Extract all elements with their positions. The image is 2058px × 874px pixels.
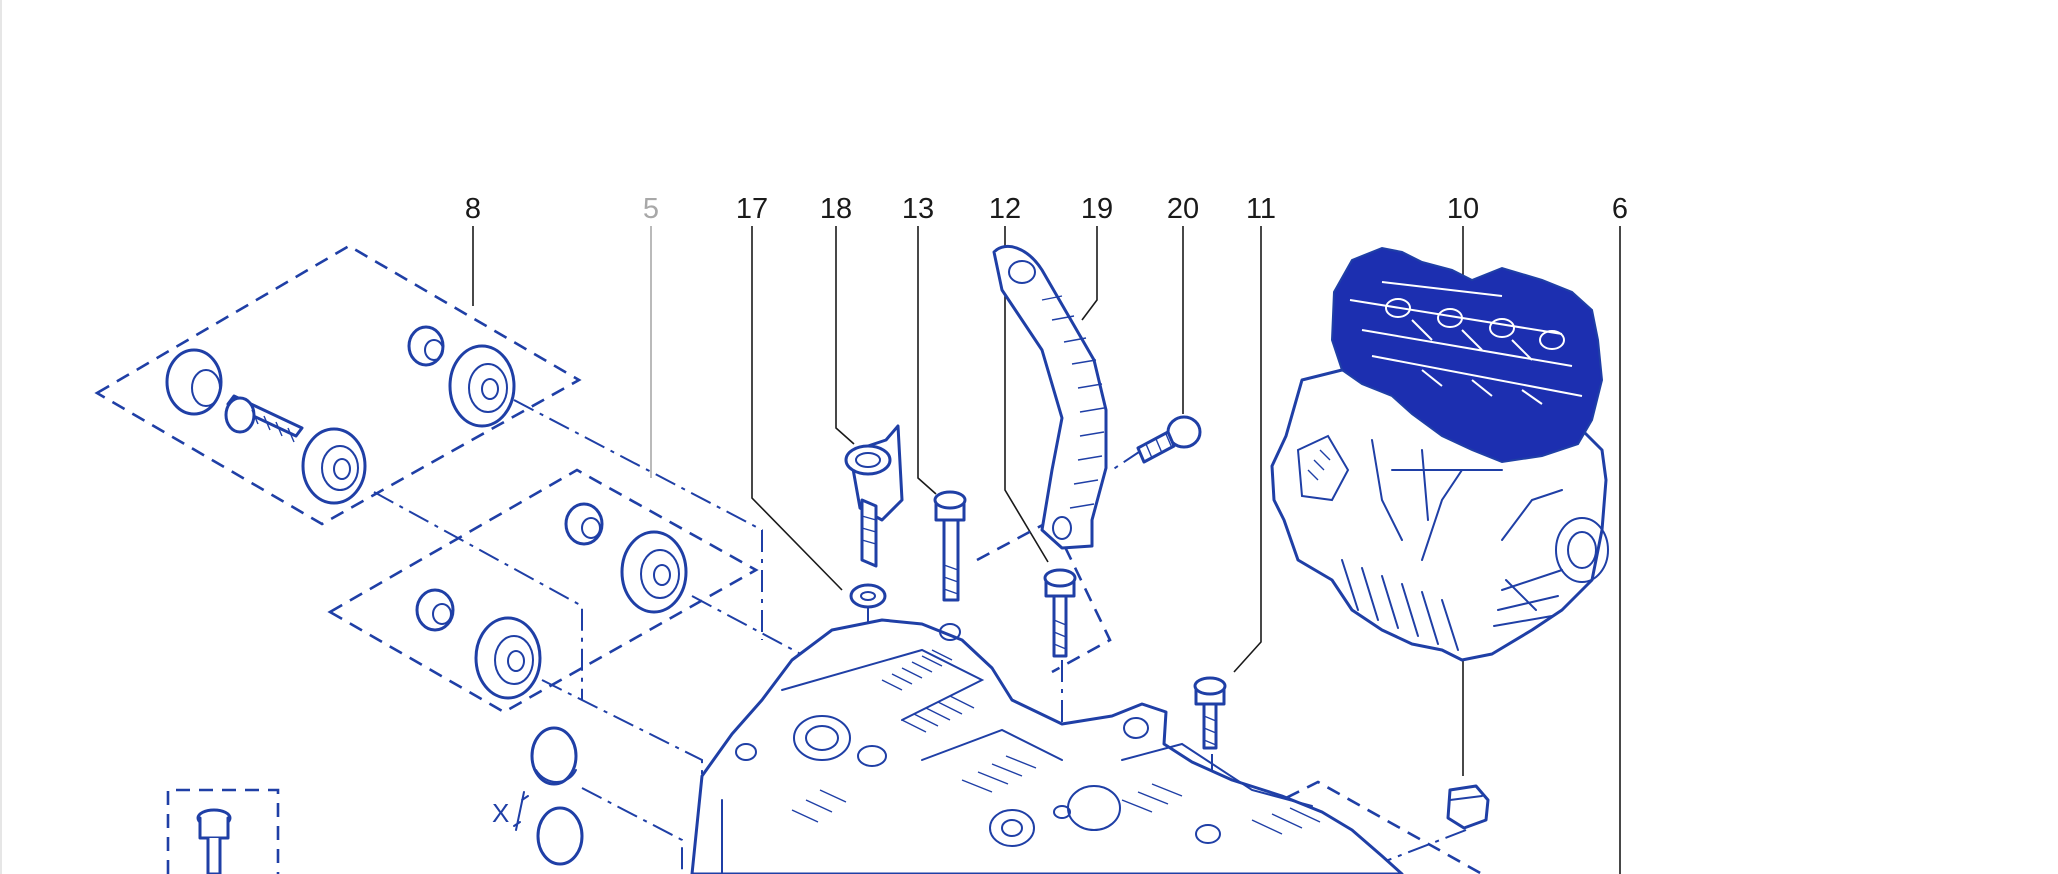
dimension-label-x: X (492, 798, 509, 828)
kit-8-outline (94, 244, 582, 526)
callout-6[interactable]: 6 (1612, 193, 1628, 225)
callout-19[interactable]: 19 (1081, 193, 1113, 225)
idler-pulley-icon (165, 348, 223, 416)
washer-icon (849, 583, 887, 609)
timing-cover-icon (690, 618, 1404, 874)
callout-10[interactable]: 10 (1447, 193, 1479, 225)
callout-labels: 8 5 17 18 13 12 19 20 11 10 6 (465, 193, 1628, 225)
cylinder-head-icon (1330, 246, 1604, 464)
leader-17 (751, 226, 843, 591)
leader-lines (472, 226, 1621, 874)
engine-assembly (1270, 246, 1609, 662)
callout-12[interactable]: 12 (989, 193, 1021, 225)
callout-20[interactable]: 20 (1167, 193, 1199, 225)
cap-icon (530, 726, 578, 786)
callout-5[interactable]: 5 (643, 193, 659, 225)
kit-8-assembly (94, 244, 582, 526)
part-18-sensor (844, 424, 904, 568)
part-13-bolt (933, 490, 967, 602)
callout-18[interactable]: 18 (820, 193, 852, 225)
caps-group: X (492, 726, 584, 866)
part-19-bracket (992, 244, 1108, 550)
leader-18 (835, 226, 855, 445)
cap-icon-2 (536, 806, 584, 866)
bracket-icon (992, 244, 1108, 550)
callout-8[interactable]: 8 (465, 193, 481, 225)
plug-icon (1446, 784, 1490, 830)
callout-11[interactable]: 11 (1246, 193, 1276, 225)
callout-13[interactable]: 13 (902, 193, 934, 225)
part-10-plug (1446, 784, 1490, 830)
part-20-bolt (1136, 415, 1202, 464)
callout-17[interactable]: 17 (736, 193, 768, 225)
part-11-bolt (1193, 676, 1227, 750)
part-12-bolt (1043, 568, 1077, 658)
leader-19 (1081, 226, 1098, 321)
leader-12 (1004, 226, 1049, 563)
kit-5-assembly (327, 468, 759, 714)
nut-icon-2 (415, 588, 455, 632)
nut-icon-3 (564, 502, 604, 546)
timing-cover (690, 618, 1404, 874)
leader-13 (917, 226, 937, 495)
bolt-kit-box (166, 788, 280, 874)
leader-11 (1233, 226, 1262, 673)
kit-5-outline (327, 468, 759, 714)
